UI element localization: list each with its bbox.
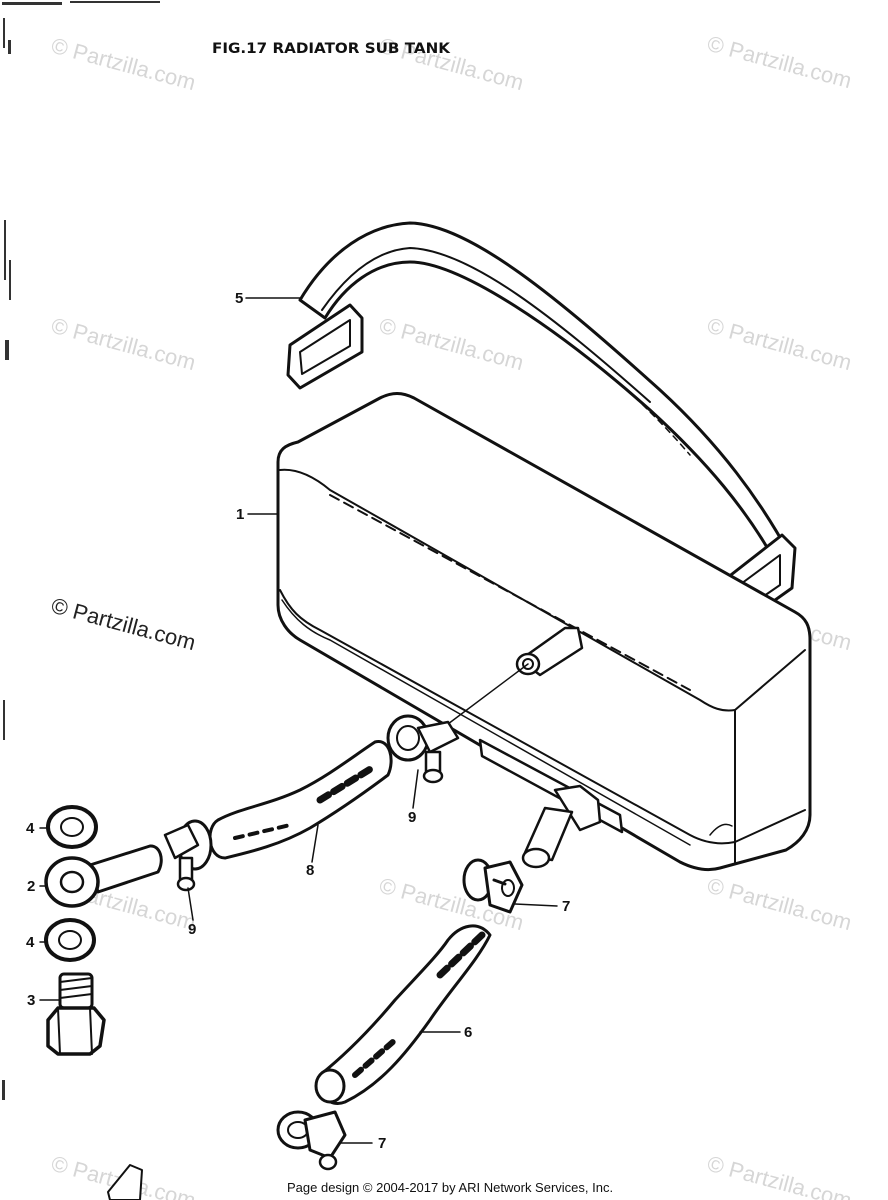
watermark: © Partzilla.com [705, 1151, 855, 1200]
callout-9-lower: 9 [188, 921, 196, 938]
scan-artifact [107, 1164, 143, 1200]
callout-5: 5 [235, 290, 243, 307]
part-6-hose [314, 924, 492, 1105]
callout-1: 1 [236, 506, 244, 523]
callout-8: 8 [306, 862, 314, 879]
callout-4-upper: 4 [26, 820, 35, 837]
part-9-clamp-upper [386, 714, 460, 784]
callout-3: 3 [27, 992, 35, 1009]
watermark-dark: © Partzilla.com [49, 593, 199, 656]
part-9-clamp-lower [163, 819, 213, 892]
watermark: © Partzilla.com [49, 313, 199, 376]
callout-6: 6 [464, 1024, 472, 1041]
part-4-washer-lower [44, 918, 96, 962]
callout-2: 2 [27, 878, 35, 895]
watermark: © Partzilla.com [49, 33, 199, 96]
leader-line [439, 663, 529, 731]
callout-4-lower: 4 [26, 934, 35, 951]
part-1-sub-tank [276, 392, 812, 872]
watermark: © Partzilla.com [705, 313, 855, 376]
part-8-hose [208, 740, 393, 860]
scan-noise [2, 1, 160, 1100]
watermark: © Partzilla.com [377, 313, 527, 376]
part-2-union [44, 844, 163, 908]
callout-9-upper: 9 [408, 809, 416, 826]
watermark: © Partzilla.com [705, 873, 855, 936]
part-4-washer-upper [46, 805, 98, 849]
part-7-clamp-upper [462, 858, 524, 914]
callout-7-lower: 7 [378, 1135, 386, 1152]
callout-7-upper: 7 [562, 898, 570, 915]
callout-labels: 5 1 4 2 4 3 8 9 9 7 6 7 [26, 290, 570, 1152]
part-3-union-bolt [46, 972, 106, 1056]
callout-leaders [39, 297, 558, 1144]
figure-title: FIG.17 RADIATOR SUB TANK [212, 41, 451, 57]
watermark: © Partzilla.com [705, 31, 855, 94]
part-7-clamp-lower [276, 1110, 347, 1171]
copyright-footer: Page design © 2004-2017 by ARI Network S… [287, 1180, 613, 1195]
